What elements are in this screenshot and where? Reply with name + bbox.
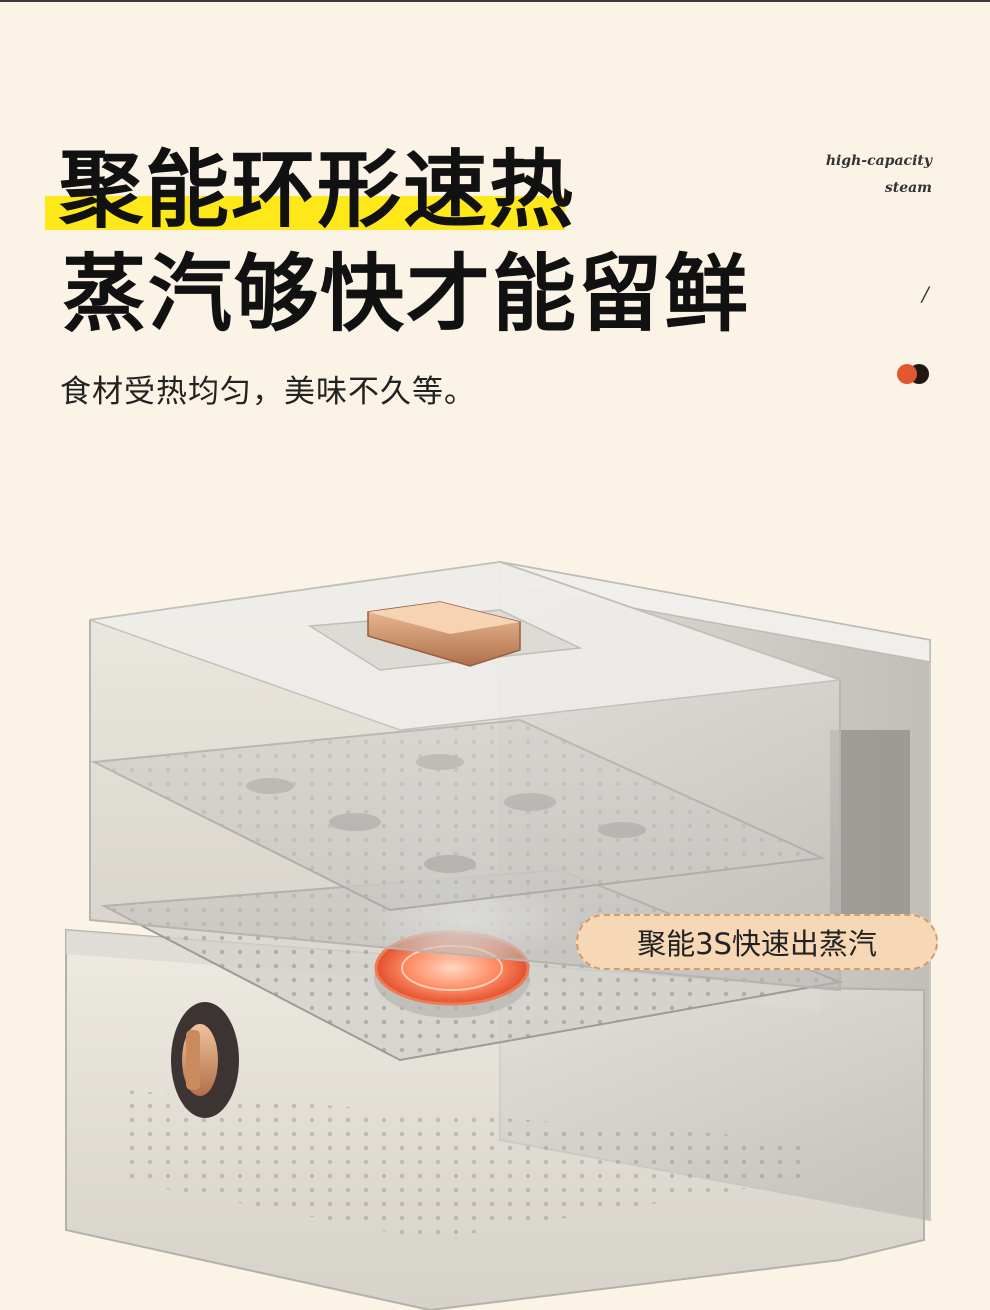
orange-black-dots-icon	[897, 364, 937, 386]
control-knob	[171, 1002, 239, 1118]
orange-dot	[897, 364, 917, 384]
tagline: high-capacity steam	[826, 148, 932, 202]
headline-highlight-bar	[45, 196, 565, 230]
top-border-line	[0, 0, 990, 2]
headline-line2: 蒸汽够快才能留鲜	[62, 245, 751, 343]
tagline-line2: steam	[884, 180, 932, 196]
slash-mark: /	[922, 282, 929, 306]
tagline-line1: high-capacity	[825, 153, 932, 169]
headline-line1: 聚能环形速热	[59, 141, 576, 239]
lid-handle	[367, 601, 521, 667]
subheadline: 食材受热均匀，美味不久等。	[60, 374, 476, 410]
steam-callout: 聚能3S快速出蒸汽	[576, 914, 938, 970]
steamer-product-image	[65, 560, 931, 1310]
